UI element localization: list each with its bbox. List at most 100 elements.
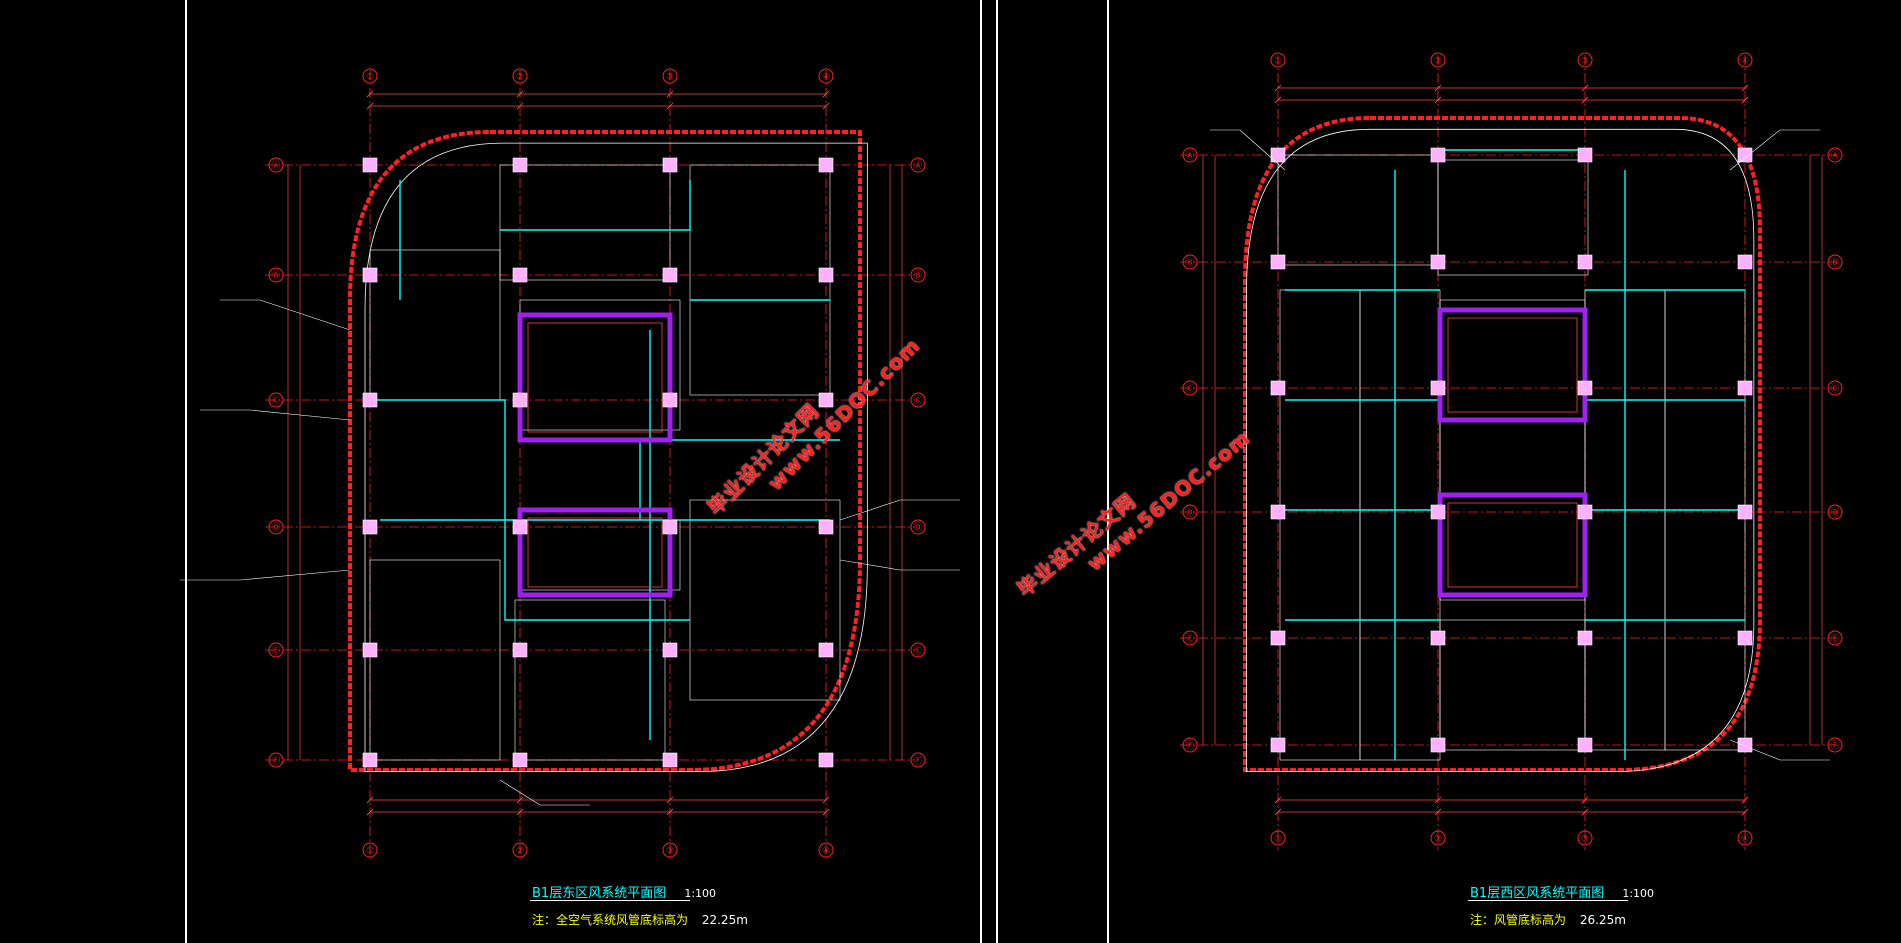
left-plan-grid-bubble [268, 642, 284, 658]
right-plan-dimension-tick [1274, 84, 1282, 92]
left-plan-room-outline [689, 499, 841, 701]
left-plan-grid-bubble-label: Ⓕ [271, 756, 280, 767]
right-plan-dimension-tick [1274, 808, 1282, 816]
left-plan-structural-column [362, 392, 378, 408]
left-plan-air-duct [500, 180, 691, 231]
right-plan-grid-bubble [1737, 830, 1753, 846]
right-plan-core-wall [1437, 307, 1588, 423]
left-plan-room-outline [499, 164, 671, 281]
left-plan-grid-bubble-label: Ⓓ [271, 523, 280, 534]
right-plan-grid-bubble-label: Ⓕ [1185, 741, 1194, 752]
left-plan-leader-line [839, 559, 901, 571]
frame-border-left [185, 0, 187, 943]
left-plan-structural-column [362, 752, 378, 768]
left-plan-grid-bubble-label: ③ [666, 847, 674, 857]
right-plan-dimension-tick [1741, 796, 1749, 804]
right-plan-scale: 1:100 [1622, 887, 1655, 900]
right-plan-room-outline [1664, 289, 1746, 751]
right-plan-note: 注：风管底标高为 26.25m [1470, 911, 1626, 928]
right-plan-dimension-tick [1741, 808, 1749, 816]
left-plan-grid-bubble [268, 392, 284, 408]
left-plan-air-duct [375, 399, 690, 621]
right-plan-grid-bubble-label: Ⓕ [1830, 741, 1839, 752]
left-plan-core-wall [517, 507, 673, 598]
right-plan-core-inner [1447, 317, 1578, 413]
left-plan-structural-column [512, 519, 528, 535]
left-plan-grid-bubble-label: Ⓐ [913, 161, 922, 172]
left-plan-structural-column [512, 267, 528, 283]
left-plan-grid-bubble [268, 157, 284, 173]
right-plan-dimension-tick [1434, 808, 1442, 816]
left-plan-grid-bubble [362, 68, 378, 84]
left-plan-grid-bubble-label: Ⓑ [913, 271, 922, 282]
right-plan-structural-column [1737, 254, 1753, 270]
left-plan-grid-bubble [910, 392, 926, 408]
left-plan-dimension-tick [516, 90, 524, 98]
left-plan-room-outline [369, 559, 501, 761]
right-plan-dimension-tick [1581, 96, 1589, 104]
right-plan-dimension-tick [1741, 96, 1749, 104]
right-plan-grid-bubble-label: Ⓒ [1830, 384, 1839, 395]
left-plan-structural-column [362, 519, 378, 535]
left-plan-grid-bubble-label: ④ [822, 847, 830, 857]
right-plan-grid-bubble [1577, 52, 1593, 68]
right-plan-structural-column [1577, 630, 1593, 646]
left-plan-leader-line [259, 299, 351, 331]
right-plan-structural-column [1430, 254, 1446, 270]
right-plan-room-outline [1439, 619, 1586, 751]
right-plan-dimension-tick [1274, 796, 1282, 804]
right-plan-structural-column [1577, 380, 1593, 396]
right-plan-dimension-tick [1434, 84, 1442, 92]
left-plan-room-outline [519, 519, 681, 591]
left-plan-title: B1层东区风系统平面图 [532, 886, 667, 901]
right-plan-grid-bubble-label: ① [1274, 57, 1282, 67]
left-plan-dimension-tick [516, 102, 524, 110]
right-plan-grid-bubble [1182, 737, 1198, 753]
right-plan-structural-column [1270, 737, 1286, 753]
left-plan-grid-bubble-label: ① [366, 73, 374, 83]
right-plan-structural-column [1737, 737, 1753, 753]
left-plan-room-outline [369, 249, 501, 401]
left-plan-grid-bubble [818, 842, 834, 858]
left-plan-structural-column [662, 267, 678, 283]
left-plan-grid-bubble-label: Ⓕ [913, 756, 922, 767]
left-plan-grid-bubble-label: Ⓐ [271, 161, 280, 172]
right-plan-dimension-tick [1434, 796, 1442, 804]
right-plan-leader-line [1239, 129, 1286, 171]
left-plan-dimension-tick [822, 90, 830, 98]
right-plan-grid-bubble [1182, 630, 1198, 646]
left-plan-grid-bubble-label: Ⓔ [271, 646, 280, 657]
left-plan-grid-bubble [910, 267, 926, 283]
left-plan-structural-column [512, 392, 528, 408]
left-plan-grid-bubble [362, 842, 378, 858]
left-plan-grid-bubble [910, 752, 926, 768]
right-plan-dimension-tick [1434, 96, 1442, 104]
right-note-label: 注：风管底标高为 [1470, 913, 1567, 927]
right-plan-leader-line [1729, 129, 1781, 171]
left-plan-leader-line [249, 409, 351, 421]
right-plan-dimension-tick [1581, 84, 1589, 92]
left-plan-grid-bubble-label: Ⓑ [271, 271, 280, 282]
left-plan-dimension-tick [366, 102, 374, 110]
right-note-value: 26.25m [1579, 913, 1626, 927]
left-plan-grid-bubble-label: ③ [666, 73, 674, 83]
right-plan-title-block: B1层西区风系统平面图 1:100 [1470, 882, 1654, 901]
right-plan-structural-column [1430, 147, 1446, 163]
left-plan-dimension-tick [666, 102, 674, 110]
right-plan-grid-bubble-label: Ⓐ [1830, 151, 1839, 162]
left-plan-dimension-tick [666, 90, 674, 98]
right-plan-grid-bubble [1827, 147, 1843, 163]
frame-border-mid-left [980, 0, 982, 943]
left-plan-dimension-tick [666, 808, 674, 816]
right-plan-grid-bubble-label: Ⓑ [1185, 258, 1194, 269]
left-plan-grid-bubble-label: ④ [822, 73, 830, 83]
left-plan-title-block: B1层东区风系统平面图 1:100 [532, 882, 716, 901]
left-plan-structural-column [362, 267, 378, 283]
right-plan-grid-bubble [1430, 52, 1446, 68]
left-plan-leader-line [499, 779, 541, 806]
right-plan-leader-line [1729, 739, 1781, 761]
right-plan-structural-column [1430, 737, 1446, 753]
right-plan-grid-bubble-label: Ⓑ [1830, 258, 1839, 269]
left-plan-scale: 1:100 [684, 887, 717, 900]
